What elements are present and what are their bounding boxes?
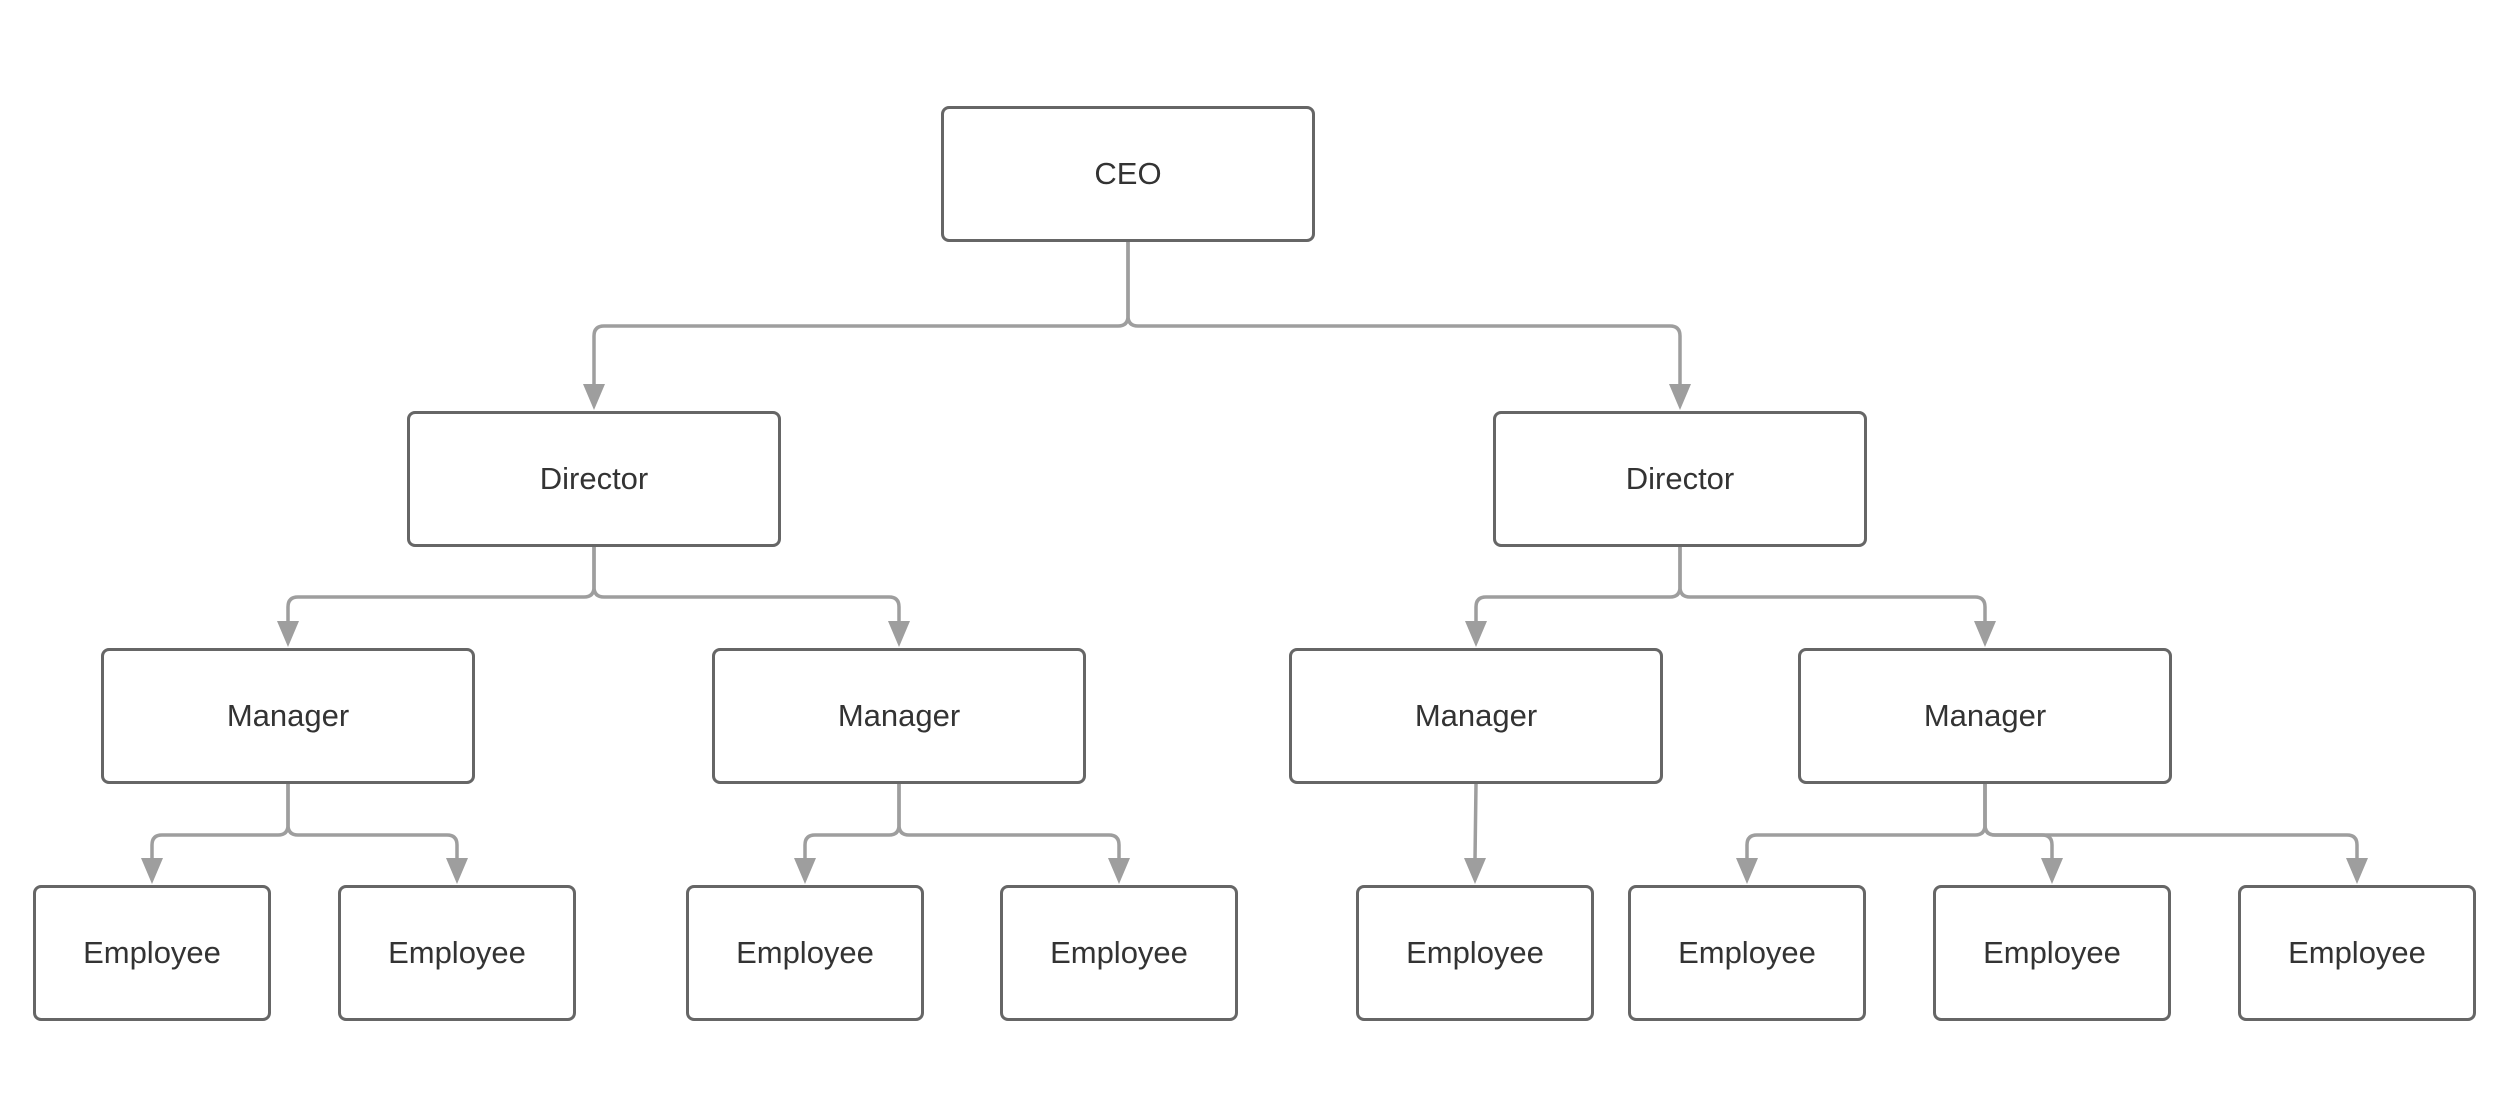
node-employee-6: Employee bbox=[1628, 885, 1866, 1021]
arrowhead-14 bbox=[2346, 858, 2368, 884]
connector-line-5 bbox=[1474, 545, 1682, 625]
arrowhead-12 bbox=[1736, 858, 1758, 884]
node-employee-7: Employee bbox=[1933, 885, 2171, 1021]
connector-line-11 bbox=[1473, 782, 1478, 862]
node-employee-1: Employee bbox=[33, 885, 271, 1021]
arrowhead-10 bbox=[1108, 858, 1130, 884]
connector-line-2 bbox=[1126, 240, 1682, 388]
arrowhead-3 bbox=[277, 621, 299, 647]
node-employee-2: Employee bbox=[338, 885, 576, 1021]
node-employee-5: Employee bbox=[1356, 885, 1594, 1021]
node-manager-1: Manager bbox=[101, 648, 475, 784]
node-director-1: Director bbox=[407, 411, 781, 547]
arrowhead-2 bbox=[1669, 384, 1691, 410]
connector-line-12 bbox=[1745, 782, 1987, 862]
node-employee-8: Employee bbox=[2238, 885, 2476, 1021]
connector-line-10 bbox=[897, 782, 1121, 862]
arrowhead-4 bbox=[888, 621, 910, 647]
arrowhead-7 bbox=[141, 858, 163, 884]
node-director-2: Director bbox=[1493, 411, 1867, 547]
arrowhead-5 bbox=[1465, 621, 1487, 647]
arrowhead-6 bbox=[1974, 621, 1996, 647]
connector-line-7 bbox=[150, 782, 290, 862]
arrowhead-8 bbox=[446, 858, 468, 884]
node-manager-3: Manager bbox=[1289, 648, 1663, 784]
connector-line-3 bbox=[286, 545, 596, 625]
node-employee-4: Employee bbox=[1000, 885, 1238, 1021]
arrowhead-9 bbox=[794, 858, 816, 884]
node-employee-3: Employee bbox=[686, 885, 924, 1021]
node-manager-4: Manager bbox=[1798, 648, 2172, 784]
connector-line-9 bbox=[803, 782, 901, 862]
arrowhead-13 bbox=[2041, 858, 2063, 884]
connector-line-8 bbox=[286, 782, 459, 862]
node-manager-2: Manager bbox=[712, 648, 1086, 784]
connector-line-13 bbox=[1983, 782, 2054, 862]
connector-line-4 bbox=[592, 545, 901, 625]
arrowhead-1 bbox=[583, 384, 605, 410]
node-ceo: CEO bbox=[941, 106, 1315, 242]
connector-line-14 bbox=[1983, 782, 2359, 862]
connector-line-1 bbox=[592, 240, 1130, 388]
arrowhead-11 bbox=[1464, 858, 1486, 884]
connector-line-6 bbox=[1678, 545, 1987, 625]
